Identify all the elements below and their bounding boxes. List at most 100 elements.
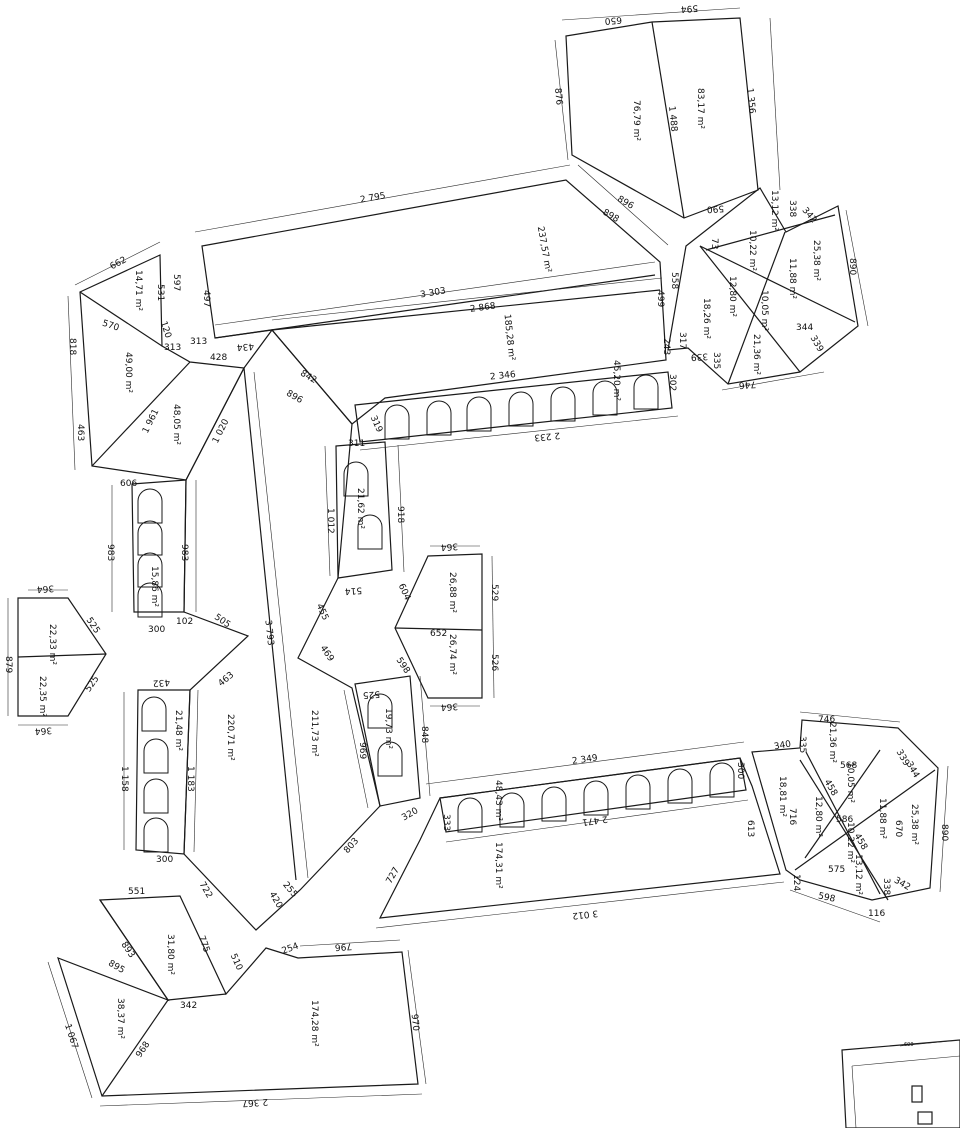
dormer-strip-upper: [354, 371, 679, 451]
dim-label: 300: [156, 855, 173, 865]
dim-label: 364: [440, 540, 458, 551]
dim-label: 311: [348, 439, 365, 449]
area-label: 220,71 m²: [225, 714, 235, 761]
roof-cluster-lower-right: [751, 711, 949, 923]
dim-label: 529: [489, 584, 499, 601]
dim-label: 848: [419, 726, 429, 743]
dim-label: 2 471: [581, 813, 608, 826]
dim-label: 746: [818, 715, 835, 725]
dim-label: 876: [552, 88, 564, 106]
dim-label: 469: [318, 644, 336, 664]
dim-label: 497: [201, 290, 211, 307]
dim-label: 333: [441, 814, 451, 831]
area-label: 48,05 m²: [171, 404, 181, 445]
dim-label: 1 067: [62, 1023, 79, 1051]
dim-label: 551: [128, 887, 145, 897]
dim-label: 650: [604, 14, 622, 25]
area-label: 18,26 m²: [701, 298, 711, 339]
area-label: 31,80 m²: [165, 934, 175, 975]
area-label: 11,88 m²: [787, 258, 797, 299]
dim-label: 526: [489, 654, 499, 671]
dormer-strip-lower: [439, 757, 749, 843]
dim-label: 890: [939, 824, 949, 841]
dim-label: 3 793: [262, 620, 275, 647]
dim-label: 796: [334, 940, 352, 951]
dim-label: 514: [344, 584, 362, 595]
dormer-strip-center-lower: [343, 675, 431, 809]
area-label: 10,05 m²: [759, 290, 769, 331]
area-label: 25,38 m²: [811, 240, 821, 281]
dim-label: 570: [101, 319, 121, 334]
roof-section-central-long: [183, 329, 381, 931]
dim-label: 598: [817, 891, 836, 904]
dim-label: 243: [661, 338, 671, 355]
dormer-strip-left-lower: [123, 689, 199, 855]
dim-label: 893: [118, 940, 136, 960]
dim-label: 597: [171, 274, 181, 291]
dim-label: 968: [134, 1040, 152, 1060]
roof-section-bottom: [47, 895, 427, 1107]
area-label: 49,00 m²: [123, 352, 133, 393]
dim-label: 102: [176, 617, 193, 627]
area-label: 185,28 m²: [501, 314, 516, 362]
area-label: 10,22 m²: [845, 822, 855, 863]
dim-label: 670: [893, 820, 903, 837]
dim-label: 890: [847, 258, 857, 275]
dim-label: 463: [217, 670, 237, 689]
dim-label: 842: [298, 369, 318, 386]
dim-label: 335: [711, 352, 721, 369]
dim-label: 590: [706, 203, 724, 214]
dim-label: 3 303: [420, 286, 447, 300]
dim-label: 510: [228, 952, 244, 972]
dim-label: 255: [280, 880, 299, 900]
dim-label: 983: [105, 544, 115, 561]
dim-label: 120: [158, 320, 173, 340]
dim-label: 338: [881, 878, 891, 895]
area-label: 26,88 m²: [447, 572, 457, 613]
area-label: 76,79 m²: [631, 100, 641, 141]
roof-section-mid-right: [394, 545, 495, 707]
dim-label: 662: [109, 255, 129, 272]
dim-label: 2 349: [571, 753, 598, 767]
dim-label: 2 233: [534, 429, 561, 442]
area-label: 174,28 m²: [309, 1000, 319, 1047]
dim-label: 342: [180, 1001, 197, 1011]
dim-label: 1 012: [325, 508, 335, 534]
area-label: 19,73 m²: [383, 708, 393, 749]
dim-label: 727: [385, 866, 402, 886]
dim-label: 716: [787, 808, 797, 825]
roof-section-main-lower: [375, 741, 785, 929]
dim-label: 918: [395, 506, 405, 523]
dim-label: 1 488: [666, 106, 679, 133]
area-label: 237,57 m²: [535, 226, 553, 274]
dim-label: 525: [84, 674, 102, 694]
dim-label: 896: [284, 389, 304, 406]
dim-label: 339: [808, 334, 825, 354]
area-label: 18,81 m²: [777, 776, 787, 817]
dim-label: 746: [738, 378, 756, 389]
dim-label: 116: [868, 909, 885, 919]
dim-label: 895: [106, 959, 126, 976]
dim-label: 525: [362, 688, 380, 699]
dim-label: 2 795: [359, 191, 386, 205]
dim-label: 73: [709, 238, 719, 249]
dim-label: 432: [152, 676, 170, 687]
dim-label: 344: [796, 323, 813, 333]
roof-cluster-upper-right: [667, 187, 869, 391]
area-label: 14,71 m²: [133, 270, 143, 311]
area-label: 11,88 m²: [877, 798, 887, 839]
site-plan-inset: [841, 1039, 960, 1128]
dim-label: 499: [655, 290, 665, 307]
area-label: 13,12 m²: [769, 190, 779, 231]
dim-label: 1 158: [119, 766, 129, 792]
dim-label: 613: [745, 820, 755, 837]
dim-label: 254: [281, 941, 301, 956]
dim-label: 302: [667, 374, 677, 391]
area-label: 22,35 m²: [37, 676, 47, 717]
dim-label: 568: [840, 761, 857, 771]
area-label: 21,36 m²: [751, 334, 761, 375]
dim-label: 775: [196, 935, 211, 955]
area-label: 15,86 m²: [149, 566, 159, 607]
dim-label: 575: [828, 865, 845, 875]
